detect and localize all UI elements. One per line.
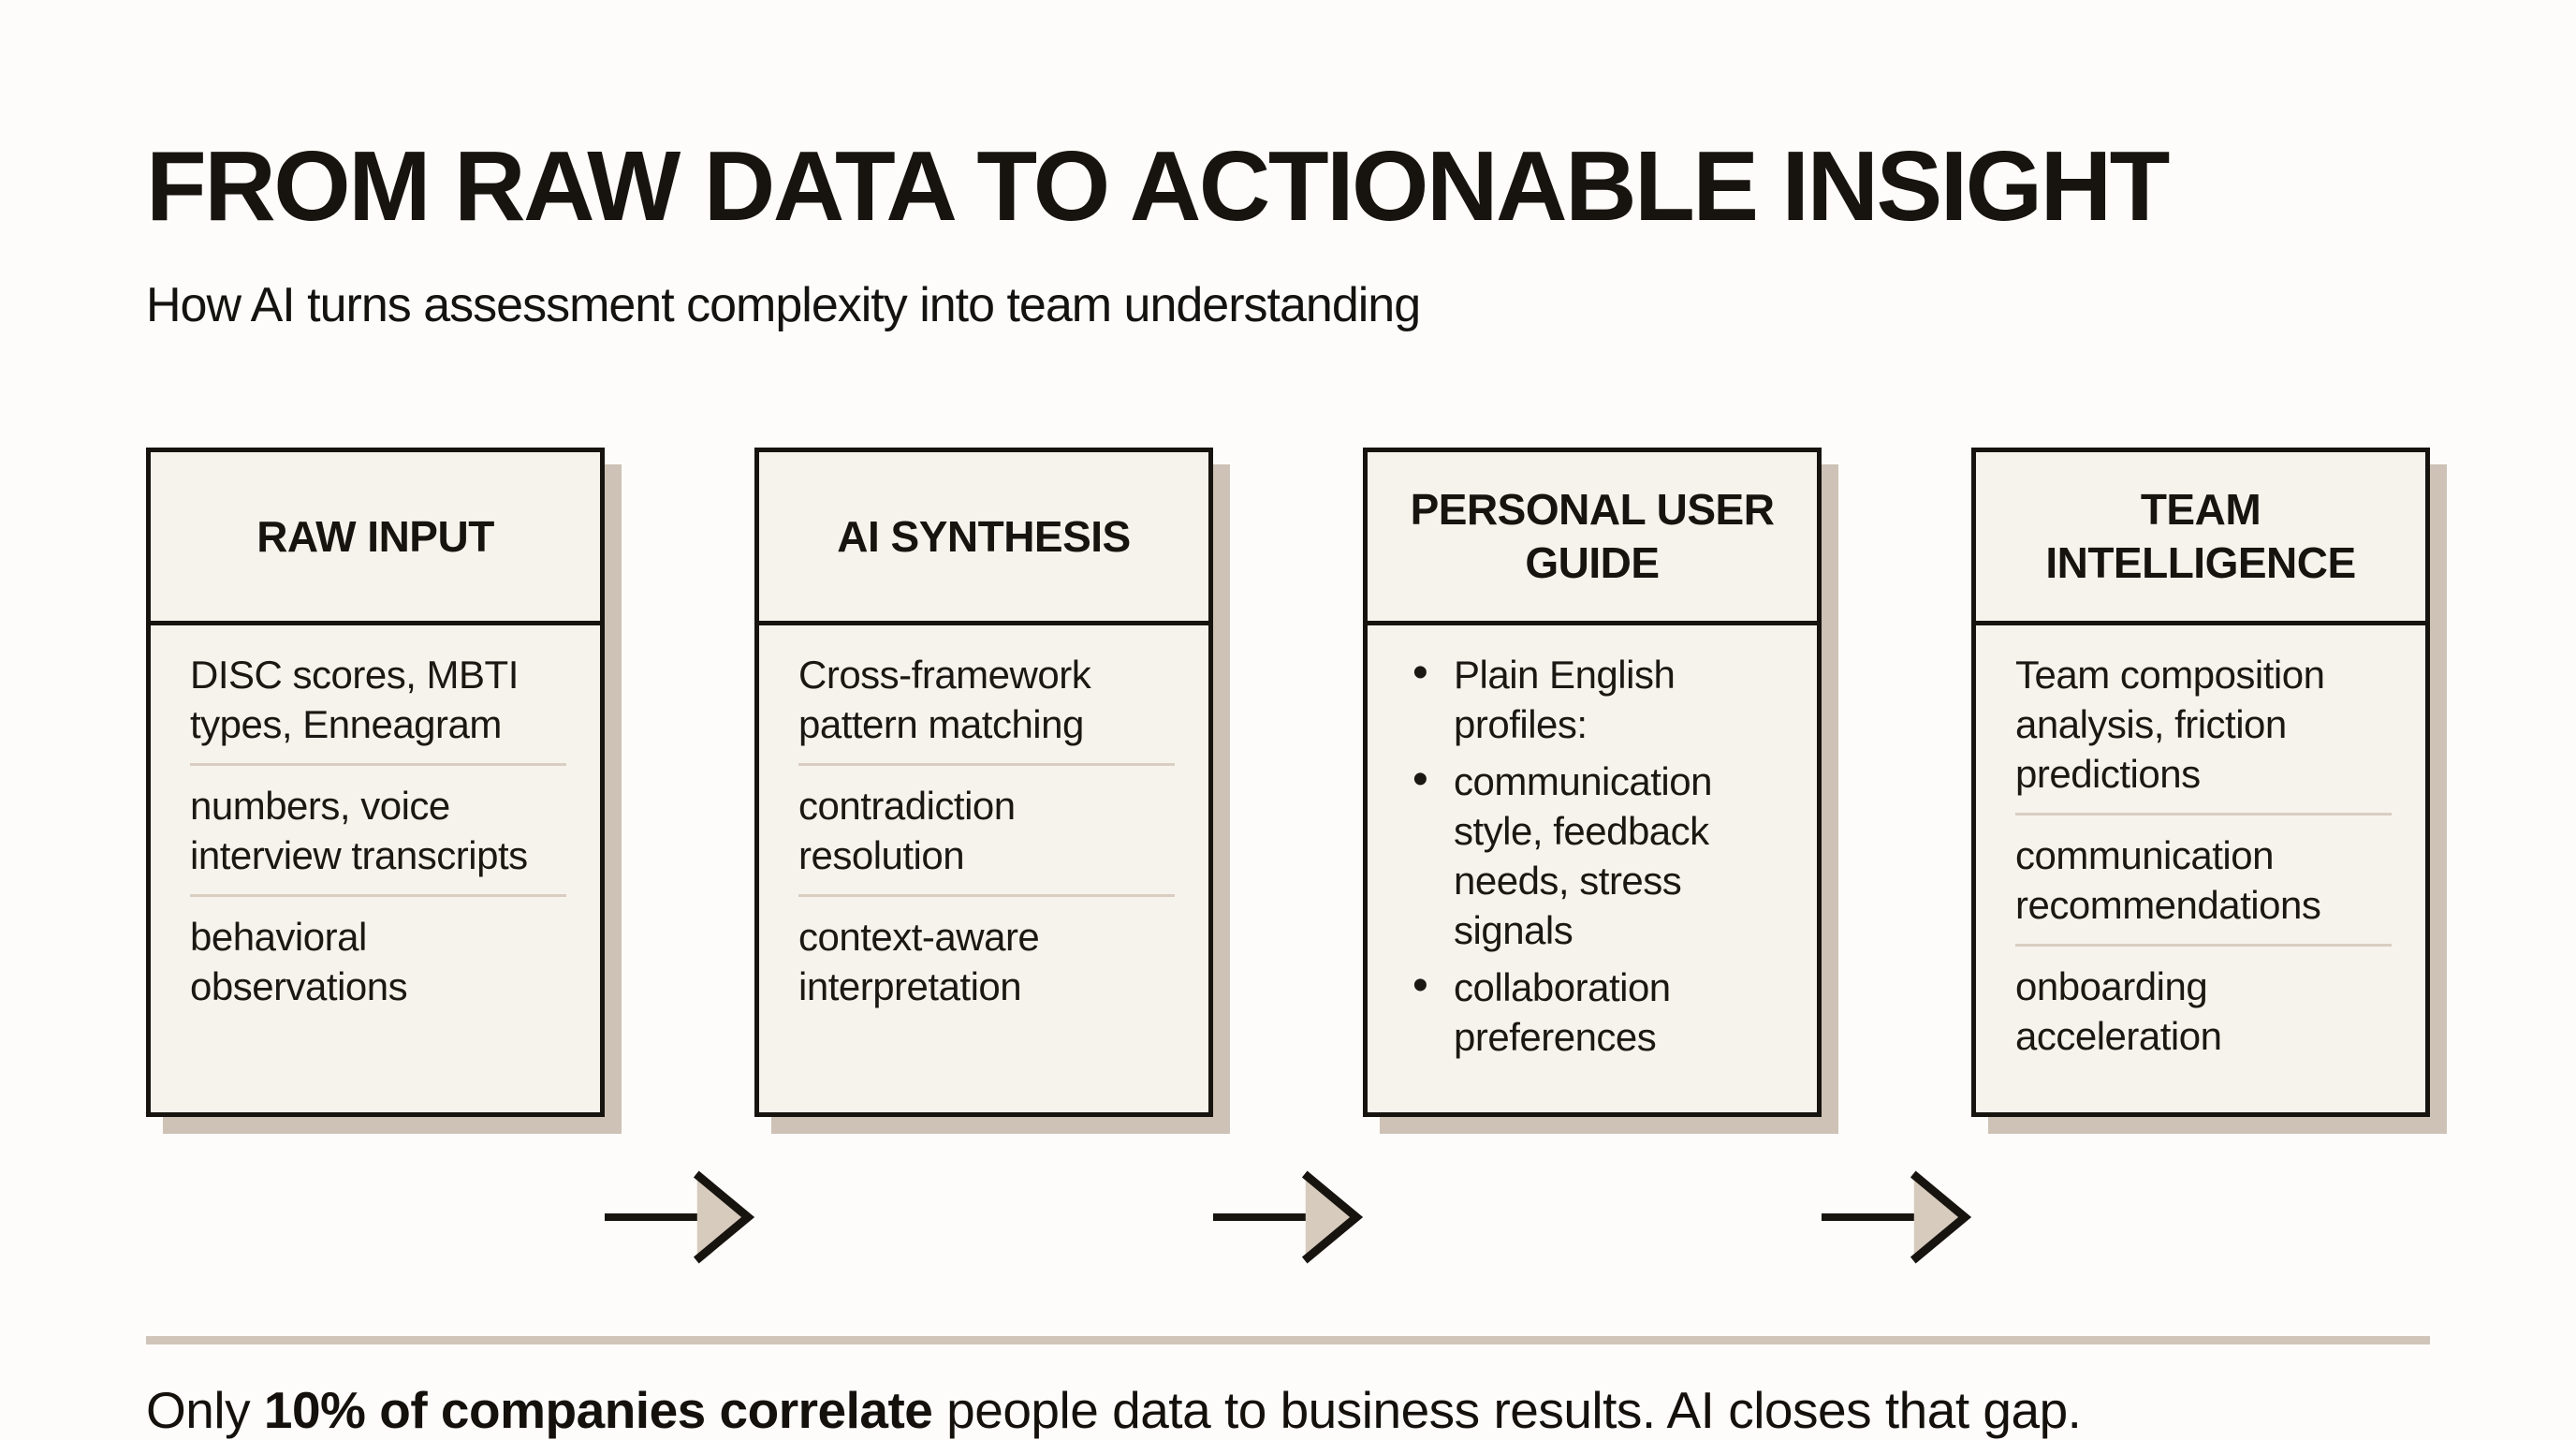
stage-title: PERSONAL USER GUIDE	[1410, 485, 1775, 588]
stage-item-list: Plain English profiles:communication sty…	[1368, 625, 1817, 1112]
stage-item: contradiction resolution	[798, 763, 1175, 880]
stage-item: communication style, feedback needs, str…	[1407, 755, 1783, 955]
stage-item: DISC scores, MBTI types, Enneagram	[190, 653, 519, 747]
stage-title: AI SYNTHESIS	[837, 511, 1131, 561]
flow-stage-box: AI SYNTHESIS Cross-framework pattern mat…	[754, 448, 1213, 1118]
right-arrow-icon	[1213, 1170, 1363, 1264]
stage-item: numbers, voice interview transcripts	[190, 763, 566, 880]
page-subtitle: How AI turns assessment complexity into …	[146, 278, 1421, 333]
flow-diagram: RAW INPUT DISC scores, MBTI types, Ennea…	[146, 448, 2430, 1264]
stage-item: onboarding acceleration	[2015, 944, 2392, 1061]
footer-stat-bold: 10% of companies correlate	[263, 1381, 933, 1440]
stage-item: collaboration preferences	[1407, 961, 1783, 1062]
right-arrow-icon	[605, 1170, 754, 1264]
footer-divider	[146, 1336, 2430, 1345]
stage-item-list: DISC scores, MBTI types, Enneagram number…	[151, 625, 600, 1112]
stage-item: communication recommendations	[2015, 813, 2392, 930]
stage-title: RAW INPUT	[256, 511, 494, 561]
flow-stage-box: TEAM INTELLIGENCE Team composition analy…	[1971, 448, 2430, 1118]
footer-note-prefix: Only	[146, 1381, 264, 1440]
flow-stage-box: RAW INPUT DISC scores, MBTI types, Ennea…	[146, 448, 605, 1118]
stage-item: context-aware interpretation	[798, 894, 1175, 1011]
stage-item-list: Cross-framework pattern matching contradi…	[759, 625, 1208, 1112]
stage-header: PERSONAL USER GUIDE	[1368, 452, 1817, 626]
right-arrow-icon	[1822, 1170, 1971, 1264]
page-title: FROM RAW DATA TO ACTIONABLE INSIGHT	[146, 131, 2170, 242]
stage-item-list: Team composition analysis, friction pred…	[1976, 625, 2425, 1112]
stage-header: AI SYNTHESIS	[759, 452, 1208, 626]
stage-item: Plain English profiles:	[1407, 648, 1783, 749]
stage-item: Team composition analysis, friction pred…	[2015, 653, 2325, 797]
footer-note-suffix: people data to business results. AI clos…	[932, 1381, 2082, 1440]
stage-item: Cross-framework pattern matching	[798, 653, 1091, 747]
stage-header: TEAM INTELLIGENCE	[1976, 452, 2425, 626]
flow-stage-box: PERSONAL USER GUIDE Plain English profil…	[1363, 448, 1822, 1118]
stage-item: behavioral observations	[190, 894, 566, 1011]
footer-note: Only 10% of companies correlate people d…	[146, 1380, 2430, 1440]
stage-header: RAW INPUT	[151, 452, 600, 626]
stage-title: TEAM INTELLIGENCE	[2045, 485, 2356, 588]
